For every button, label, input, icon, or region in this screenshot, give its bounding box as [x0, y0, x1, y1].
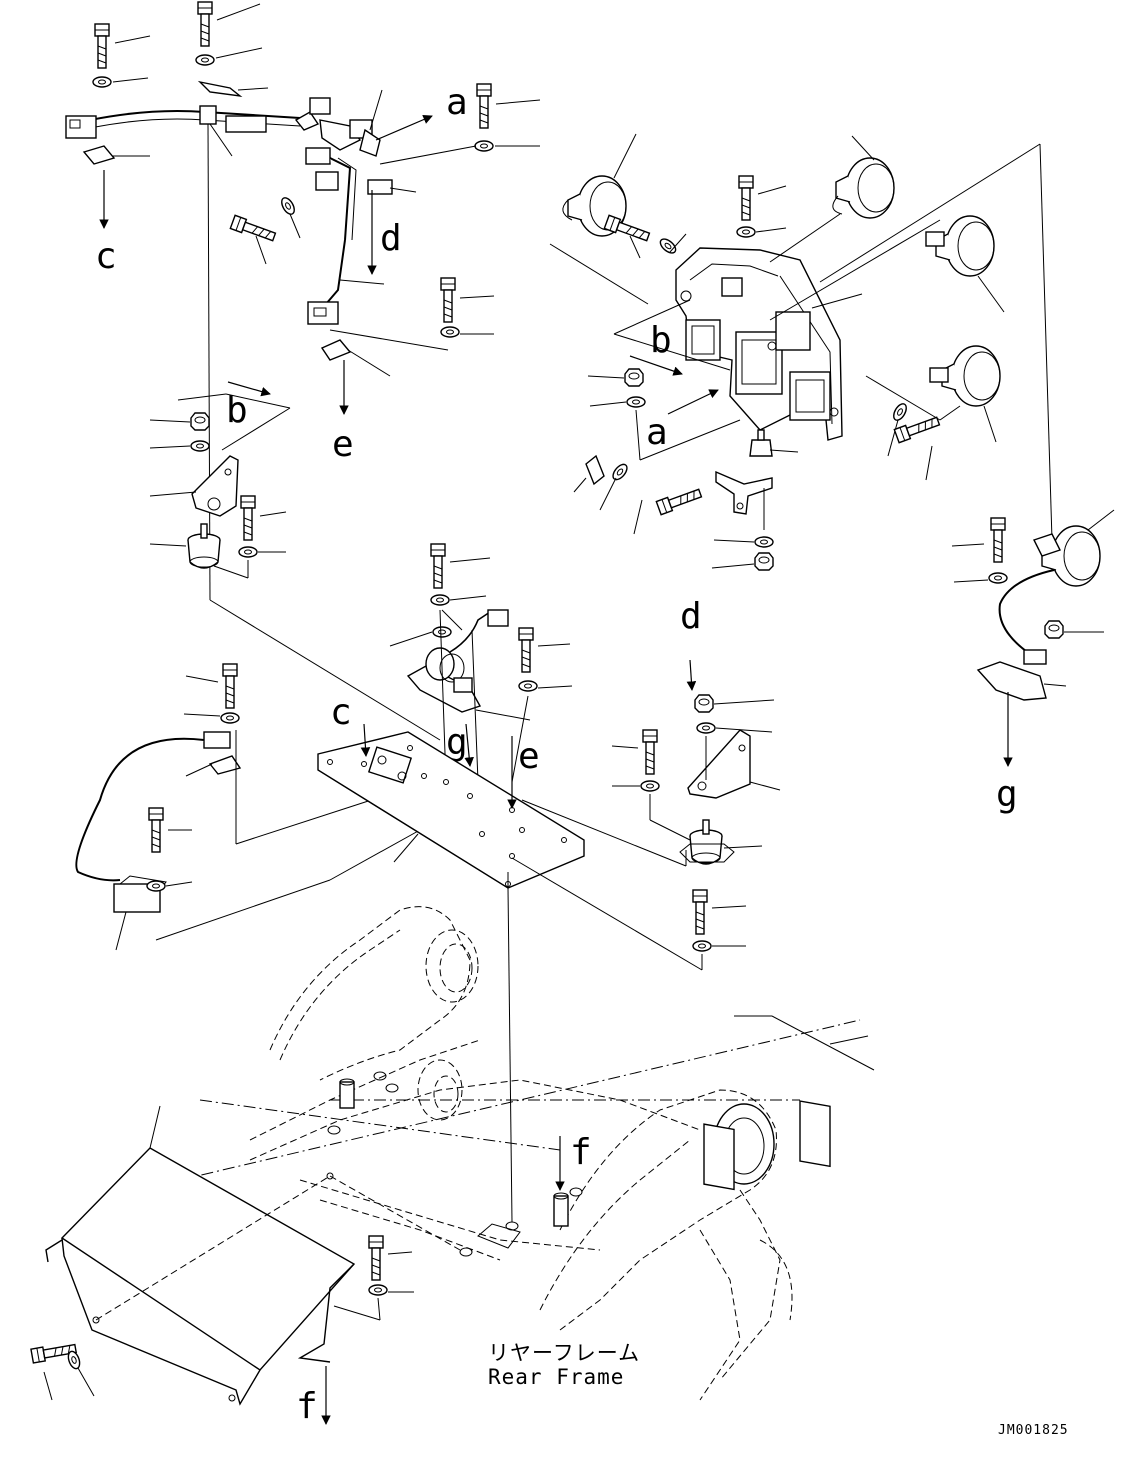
bottom-cover-assembly: f [30, 1105, 461, 1427]
ref-letter-d: d [380, 218, 402, 259]
center-component-assembly: g [389, 543, 573, 833]
ref-letter-b: b [226, 390, 248, 431]
caption-japanese: リヤーフレーム [488, 1341, 640, 1365]
ref-letter-b: b [650, 320, 672, 361]
ref-letter-c: c [330, 692, 352, 733]
ref-letter-g: g [446, 722, 468, 763]
ref-letter-e: e [332, 424, 354, 465]
right-mount-assembly: d [511, 596, 781, 971]
ref-letter-a: a [446, 82, 468, 123]
lamp-bracket-assembly: b a [549, 133, 1053, 571]
ref-letter-f: f [296, 1386, 318, 1427]
ref-letter-c: c [95, 236, 117, 277]
ref-letter-e: e [518, 736, 540, 777]
drawing-code: JM001825 [998, 1423, 1069, 1438]
ref-letter-g: g [996, 774, 1018, 815]
left-mount-assembly: b [149, 381, 291, 579]
ref-letter-a: a [646, 412, 668, 453]
ref-letter-f: f [570, 1132, 592, 1173]
caption-english: Rear Frame [488, 1365, 624, 1389]
rear-frame: f [179, 906, 875, 1401]
ref-letter-d: d [680, 596, 702, 637]
right-lamp-assembly: g [951, 509, 1115, 815]
mounting-plate-assembly: c e [75, 663, 585, 951]
harness-assembly-left: c a d e [65, 1, 541, 465]
